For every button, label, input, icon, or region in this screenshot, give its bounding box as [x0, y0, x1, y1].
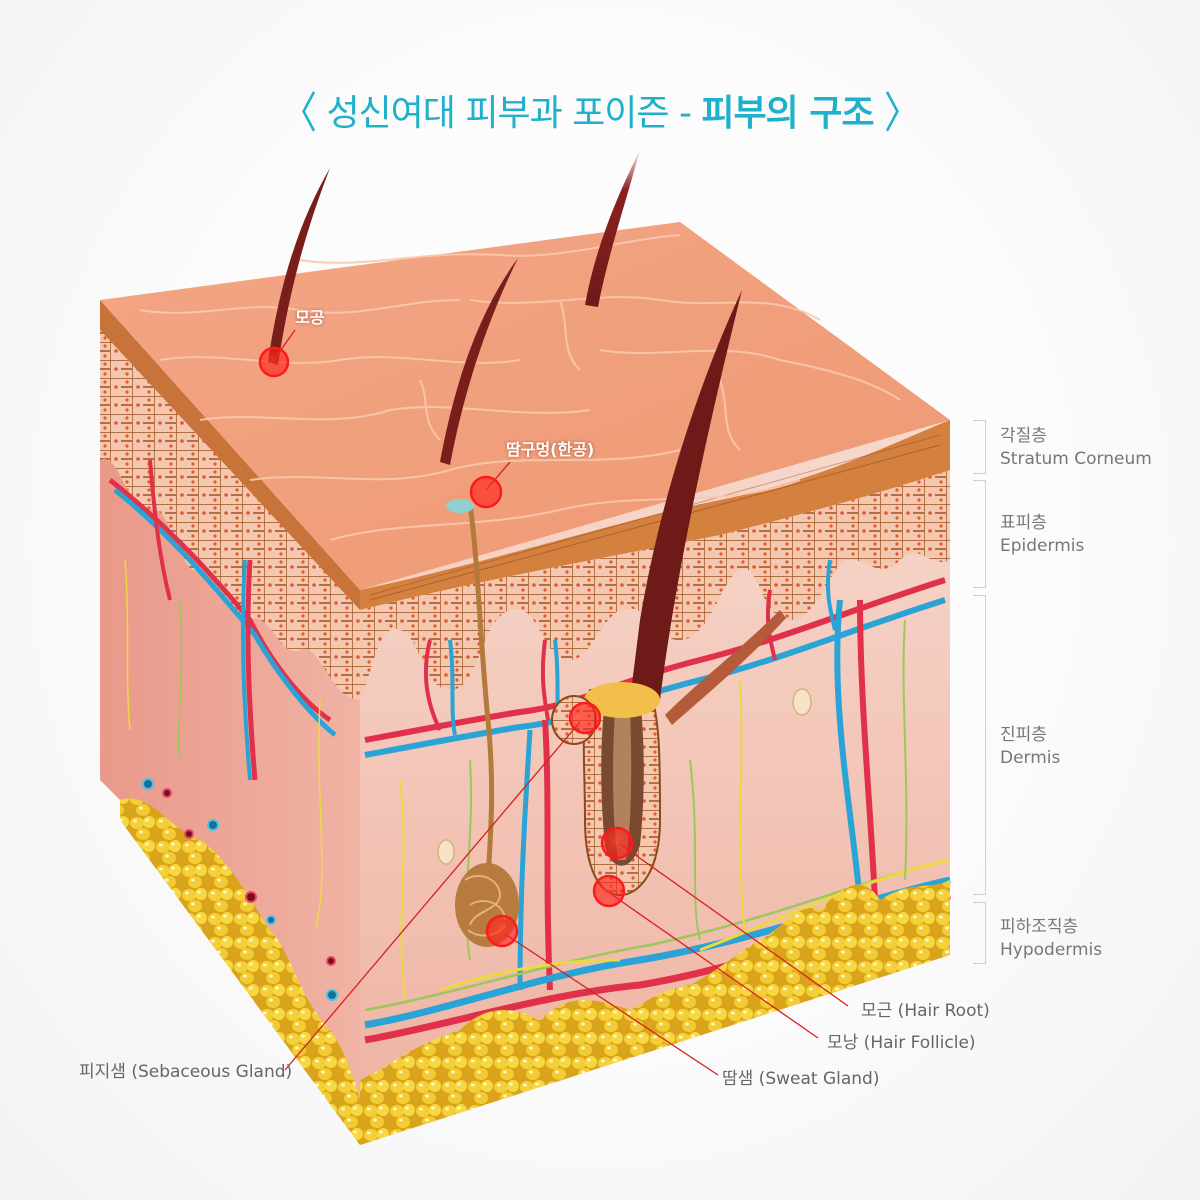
layer-ko: 각질층	[1000, 426, 1047, 446]
hair-follicle-illustration	[551, 610, 786, 897]
sweat-pore-label: 땀구멍(한공)	[506, 440, 595, 459]
layer-ko: 피하조직층	[1000, 917, 1079, 937]
callout-hair-follicle: 모낭 (Hair Follicle)	[827, 1033, 976, 1053]
left-bracket-icon: 〈	[280, 89, 317, 139]
page-title: 〈 성신여대 피부과 포이즌 - 피부의 구조 〉	[0, 84, 1200, 139]
marker-sweat-pore	[469, 475, 503, 509]
right-bracket-icon: 〉	[884, 89, 920, 139]
dermis-bracket	[973, 595, 986, 895]
layer-label-hypodermis: 피하조직층 Hypodermis	[1000, 916, 1102, 962]
hypodermis-bracket	[973, 902, 986, 964]
markers	[258, 346, 634, 948]
marker-sebaceous-gland	[568, 701, 602, 735]
layer-label-epidermis: 표피층 Epidermis	[1000, 512, 1084, 558]
callout-sebaceous-gland: 피지샘 (Sebaceous Gland)	[79, 1062, 293, 1082]
pore-label: 모공	[295, 308, 325, 327]
left-face	[100, 300, 360, 1145]
stratum-corneum-bracket	[973, 420, 986, 474]
marker-hair-follicle	[592, 874, 626, 908]
layer-label-stratum-corneum: 각질층 Stratum Corneum	[1000, 425, 1152, 471]
marker-sweat-gland	[485, 914, 519, 948]
layer-ko: 표피층	[1000, 513, 1047, 533]
top-face	[100, 222, 950, 590]
title-emphasis: 피부의 구조	[701, 93, 874, 134]
layer-ko: 진피층	[1000, 725, 1047, 745]
marker-hair-root	[600, 826, 634, 860]
epidermis-bracket	[973, 480, 986, 588]
callout-hair-root: 모근 (Hair Root)	[861, 1001, 990, 1021]
callout-sweat-gland: 땀샘 (Sweat Gland)	[722, 1069, 880, 1089]
leader-lines	[274, 329, 849, 1076]
hair-shafts	[268, 150, 742, 700]
layer-en: Dermis	[1000, 748, 1061, 768]
title-prefix: 성신여대 피부과 포이즌 -	[326, 93, 702, 134]
layer-label-dermis: 진피층 Dermis	[1000, 724, 1060, 770]
layer-en: Hypodermis	[1000, 940, 1103, 960]
layer-en: Stratum Corneum	[1000, 449, 1152, 469]
marker-pore	[258, 346, 290, 378]
layer-en: Epidermis	[1000, 536, 1085, 556]
